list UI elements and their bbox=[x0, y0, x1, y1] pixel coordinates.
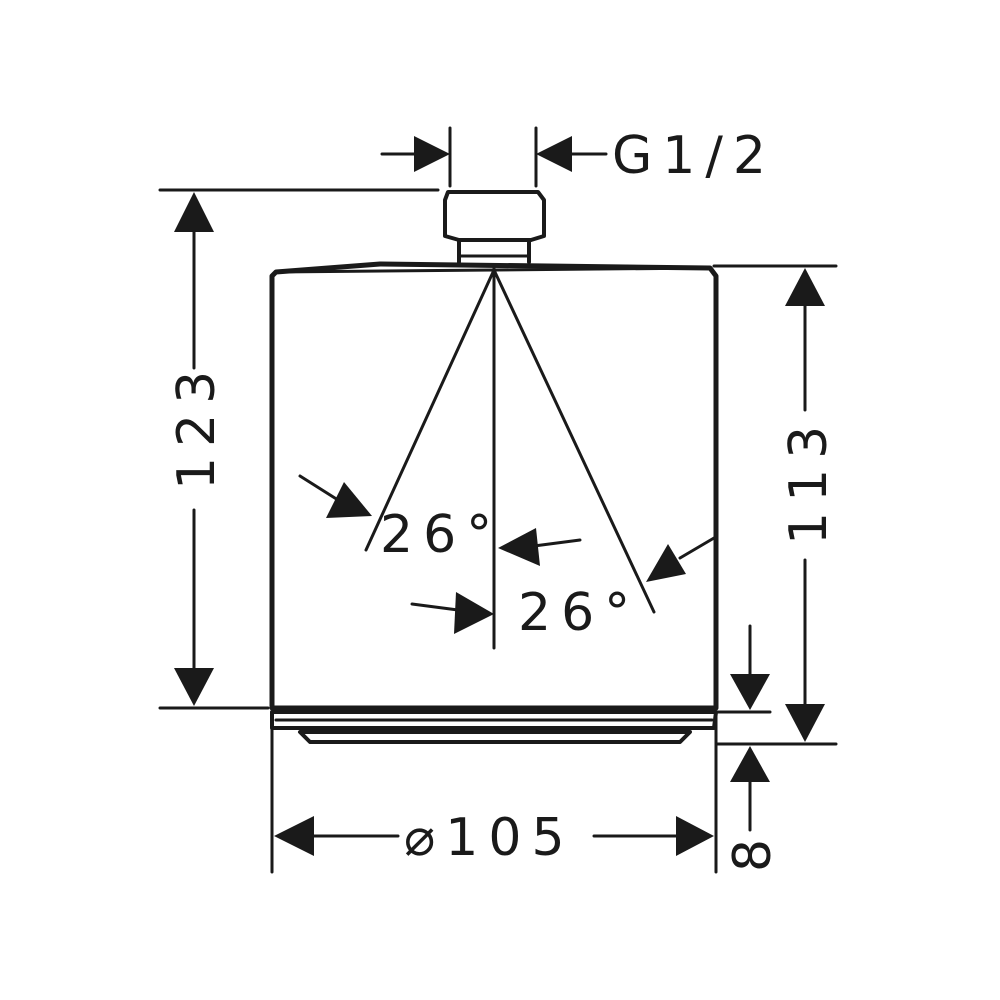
arrowhead bbox=[498, 528, 540, 566]
spray-ray-left bbox=[364, 268, 496, 552]
spray-angle-right: 26° bbox=[410, 536, 716, 643]
connector-nut bbox=[443, 190, 546, 242]
arrowhead-left bbox=[536, 136, 572, 172]
arrowhead-right bbox=[414, 136, 450, 172]
connection-label: G1/2 bbox=[612, 126, 776, 186]
arrowhead-right bbox=[676, 816, 714, 856]
body-height-dimension: 113 bbox=[712, 264, 839, 746]
spray-face-nozzles bbox=[298, 730, 692, 744]
body-height-label: 113 bbox=[779, 416, 839, 545]
spray-ray-right bbox=[492, 268, 656, 614]
arrowhead bbox=[326, 482, 372, 518]
total-height-dimension: 123 bbox=[158, 188, 440, 710]
angle-left-label: 26° bbox=[380, 505, 502, 565]
total-height-label: 123 bbox=[167, 361, 227, 490]
arrowhead-up bbox=[785, 268, 825, 306]
diameter-label: ⌀105 bbox=[404, 808, 575, 868]
diameter-dimension: ⌀105 bbox=[270, 714, 718, 874]
arrowhead bbox=[454, 592, 494, 634]
face-height-label: 8 bbox=[723, 829, 783, 872]
angle-right-label: 26° bbox=[518, 583, 640, 643]
arrowhead-down bbox=[730, 674, 770, 710]
body-outline bbox=[269, 261, 719, 711]
spray-angle-left: 26° bbox=[298, 474, 582, 566]
arrowhead-up bbox=[174, 192, 214, 232]
face-height-dimension: 8 bbox=[714, 624, 783, 872]
arrowhead-left bbox=[274, 816, 314, 856]
arrowhead-up bbox=[730, 746, 770, 782]
arrowhead bbox=[646, 544, 686, 582]
connection-dimension: G1/2 bbox=[380, 126, 776, 188]
arrowhead-down bbox=[174, 668, 214, 706]
shower-head-body bbox=[269, 190, 719, 744]
arrowhead-down bbox=[785, 704, 825, 742]
